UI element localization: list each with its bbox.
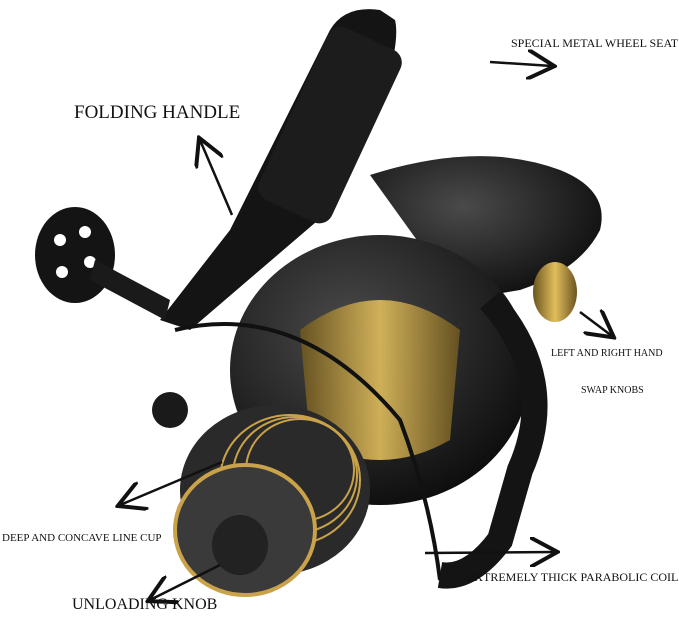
- label-folding-handle: FOLDING HANDLE: [74, 102, 241, 123]
- handle-disc: [35, 207, 115, 303]
- arrow-swap-knobs: [579, 312, 612, 336]
- label-unloading-knob: UNLOADING KNOB: [72, 596, 218, 613]
- label-swap-knobs-line2: SWAP KNOBS: [581, 385, 644, 396]
- reel-body: [370, 156, 602, 300]
- bail-wire: [174, 322, 442, 581]
- label-swap-knobs-line1: LEFT AND RIGHT HAND: [551, 348, 663, 359]
- arrow-wheel-seat: [489, 62, 552, 66]
- label-wheel-seat: SPECIAL METAL WHEEL SEAT: [511, 36, 679, 50]
- label-line-cup: DEEP AND CONCAVE LINE CUP: [2, 532, 162, 544]
- annotation-arrows: [120, 62, 612, 600]
- spool-gold-band: [300, 300, 460, 460]
- arrow-unloading-knob: [150, 563, 221, 600]
- unloading-knob: [212, 515, 268, 575]
- bail-arm: [437, 291, 548, 589]
- arrow-line-cup: [120, 460, 223, 505]
- handle-grip: [258, 26, 402, 224]
- line-roller: [152, 392, 188, 428]
- label-parabolic-coil: EXTREMELY THICK PARABOLIC COIL: [467, 570, 679, 584]
- arrow-parabolic-coil: [424, 552, 555, 553]
- swap-knob: [533, 262, 577, 322]
- arrow-folding-handle: [200, 140, 234, 216]
